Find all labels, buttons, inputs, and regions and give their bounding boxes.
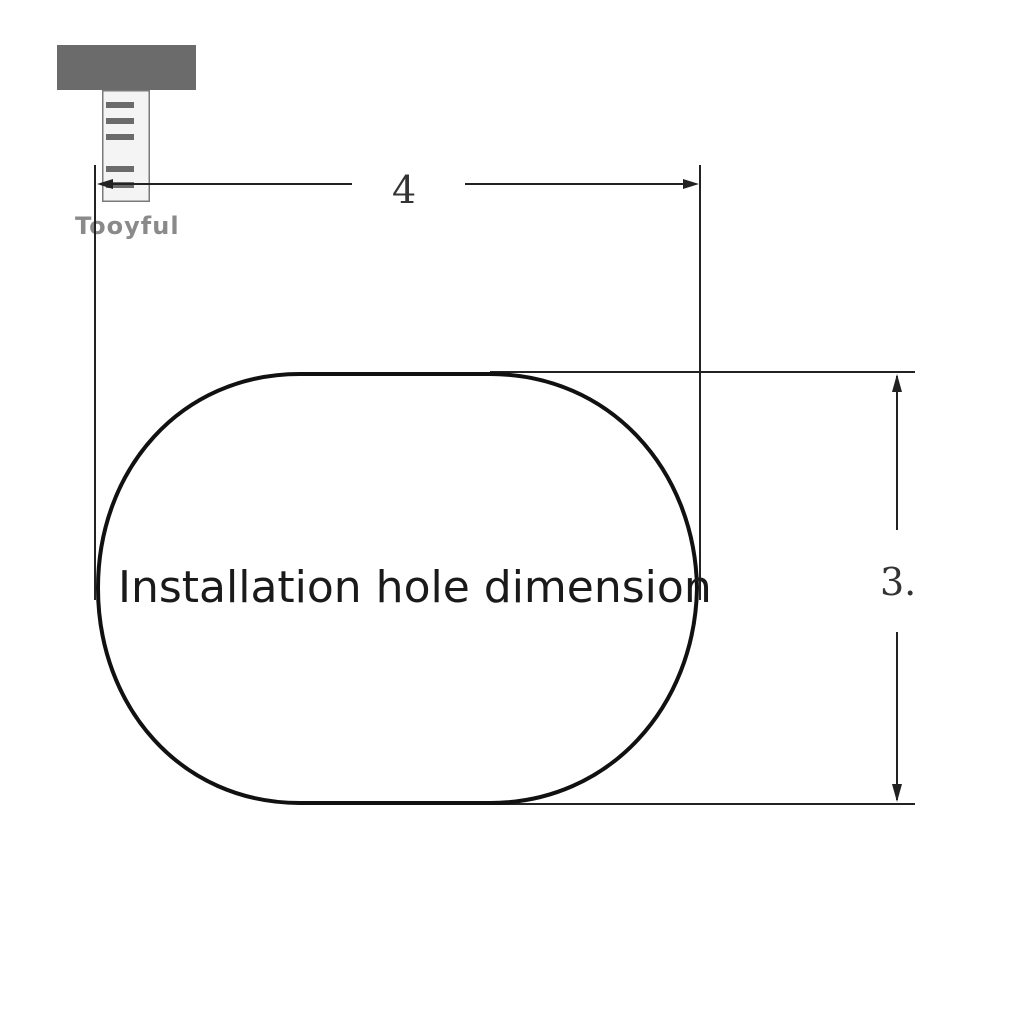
width-arrow-right <box>683 179 699 189</box>
logo-bar <box>57 45 196 90</box>
installation-hole-outline <box>95 372 700 805</box>
height-arrow-top <box>892 374 902 392</box>
height-dimension-label: 3. <box>880 560 917 604</box>
brand-logo-text: Tooyful <box>75 212 180 240</box>
installation-hole-label: Installation hole dimension <box>118 562 712 613</box>
width-dimension-label: 4 <box>392 168 417 212</box>
height-arrow-bottom <box>892 784 902 802</box>
width-arrow-left <box>97 179 113 189</box>
